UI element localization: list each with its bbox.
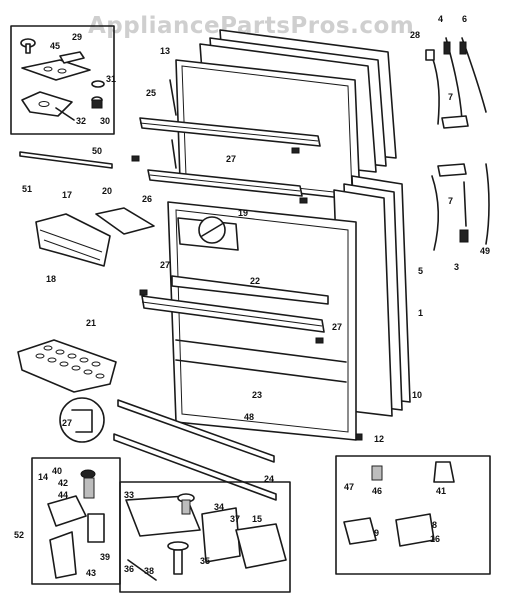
callout: 33 xyxy=(124,490,134,500)
callout: 19 xyxy=(238,208,248,218)
callout: 7 xyxy=(448,196,453,206)
callout: 37 xyxy=(230,514,240,524)
callout: 47 xyxy=(344,482,354,492)
bottom-strips xyxy=(113,399,277,501)
callout: 12 xyxy=(374,434,384,444)
callout: 32 xyxy=(76,116,86,126)
callout: 50 xyxy=(92,146,102,156)
rail-50 xyxy=(19,151,113,169)
callout: 34 xyxy=(214,502,224,512)
callout: 3 xyxy=(454,262,459,272)
callout: 43 xyxy=(86,568,96,578)
lower-center-inset xyxy=(119,481,291,593)
callout: 25 xyxy=(146,88,156,98)
callout: 36 xyxy=(124,564,134,574)
callout: 10 xyxy=(412,390,422,400)
callout: 40 xyxy=(52,466,62,476)
callout: 49 xyxy=(480,246,490,256)
callout: 39 xyxy=(100,552,110,562)
callout: 24 xyxy=(264,474,274,484)
callout: 42 xyxy=(58,478,68,488)
callout: 30 xyxy=(100,116,110,126)
callout: 38 xyxy=(144,566,154,576)
callout-labels: 45 29 31 32 30 13 25 27 4 6 28 7 50 51 1… xyxy=(14,14,490,578)
callout: 22 xyxy=(250,276,260,286)
callout: 20 xyxy=(102,186,112,196)
callout: 27 xyxy=(62,418,72,428)
lower-right-inset xyxy=(335,455,491,575)
callout: 16 xyxy=(430,534,440,544)
dairy-cover xyxy=(35,213,111,267)
callout: 17 xyxy=(62,190,72,200)
callout: 4 xyxy=(438,14,443,24)
callout: 48 xyxy=(244,412,254,422)
callout: 28 xyxy=(410,30,420,40)
ice-tray xyxy=(17,339,117,393)
callout: 18 xyxy=(46,274,56,284)
callout: 1 xyxy=(418,308,423,318)
lower-hinge-inset xyxy=(31,457,121,585)
callout: 9 xyxy=(374,528,379,538)
callout: 5 xyxy=(418,266,423,276)
callout: 46 xyxy=(372,486,382,496)
callout: 51 xyxy=(22,184,32,194)
fresh-food-door xyxy=(139,175,411,441)
callout: 31 xyxy=(106,74,116,84)
hinge-inset-box xyxy=(10,25,115,135)
callout: 27 xyxy=(226,154,236,164)
callout: 15 xyxy=(252,514,262,524)
callout: 7 xyxy=(448,92,453,102)
detail-circle-27 xyxy=(59,397,105,443)
callout: 27 xyxy=(160,260,170,270)
callout: 29 xyxy=(72,32,82,42)
callout: 26 xyxy=(142,194,152,204)
callout: 21 xyxy=(86,318,96,328)
callout: 14 xyxy=(38,472,48,482)
callout: 8 xyxy=(432,520,437,530)
callout: 23 xyxy=(252,390,262,400)
callout: 41 xyxy=(436,486,446,496)
freezer-door xyxy=(131,29,397,204)
callout: 27 xyxy=(332,322,342,332)
callout: 13 xyxy=(160,46,170,56)
callout: 45 xyxy=(50,41,60,51)
callout: 35 xyxy=(200,556,210,566)
callout: 44 xyxy=(58,490,68,500)
dairy-door-20 xyxy=(95,207,155,235)
callout: 52 xyxy=(14,530,24,540)
callout: 6 xyxy=(462,14,467,24)
hinge-brackets xyxy=(425,37,490,251)
